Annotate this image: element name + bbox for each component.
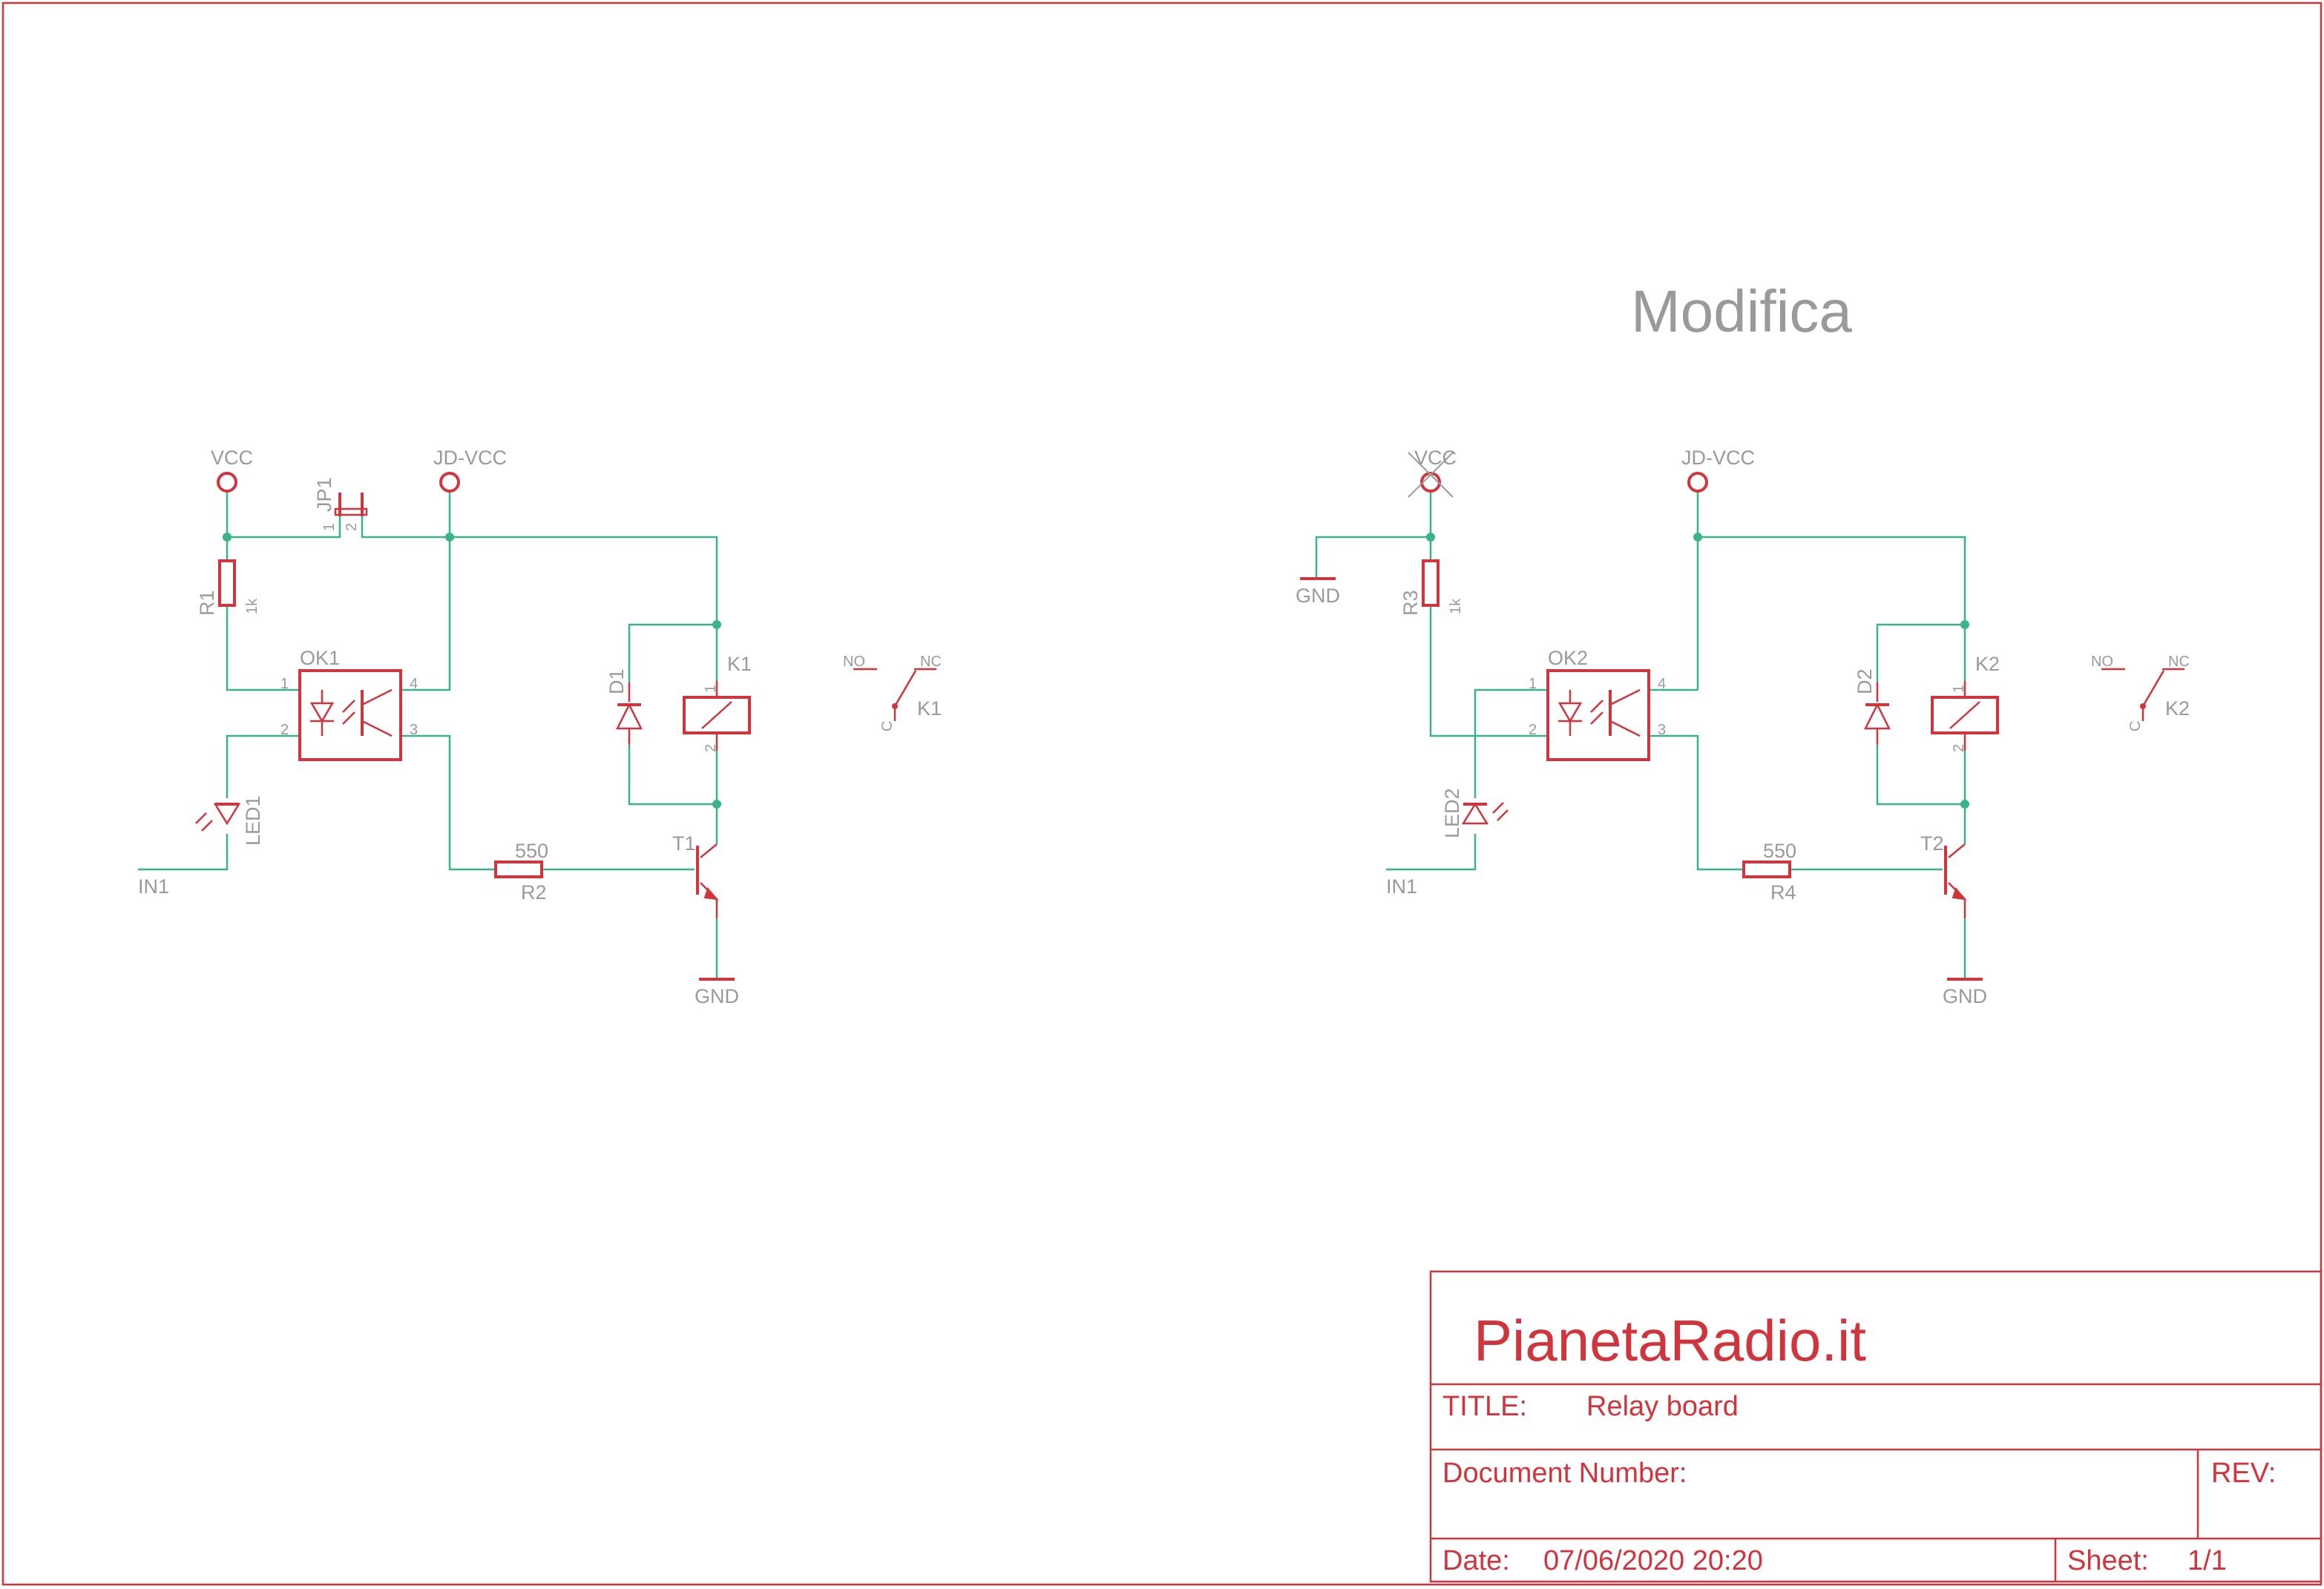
ground: GND — [695, 978, 739, 1007]
transistor-name: T1 — [672, 832, 696, 855]
relay-pin-1: 1 — [1951, 685, 1967, 693]
jd-vcc-label: JD-VCC — [1681, 447, 1755, 469]
document-number-label: Document Number: — [1442, 1458, 1687, 1489]
right-wires — [1315, 491, 1966, 979]
junction-dot — [1693, 533, 1702, 542]
input-label: IN1 — [1386, 875, 1417, 898]
relay-name: K2 — [1975, 653, 2000, 675]
opto-pin-2: 2 — [280, 722, 289, 738]
diode-name: D1 — [605, 668, 628, 694]
input-label: IN1 — [138, 875, 169, 898]
right-circuit: VCC GND JD-VCC R3 1k — [1296, 447, 2190, 1007]
company-name: PianetaRadio.it — [1474, 1308, 1866, 1373]
resistor-value: 550 — [515, 840, 548, 862]
junction-dot — [1426, 533, 1435, 542]
junction-dot — [445, 533, 454, 542]
gnd-label: GND — [695, 985, 739, 1007]
resistor-value: 1k — [244, 598, 260, 614]
contact-no-label: NO — [2091, 654, 2113, 670]
transistor-t2: T2 — [1920, 832, 1967, 918]
junction-dot — [223, 533, 232, 542]
resistor-value: 550 — [1763, 840, 1796, 862]
opto-pin-4: 4 — [1658, 676, 1666, 692]
opto-pin-1: 1 — [1529, 676, 1537, 692]
jumper-pin-1: 1 — [321, 523, 338, 531]
title-label: TITLE: — [1442, 1391, 1527, 1422]
relay-pin-1: 1 — [703, 685, 719, 693]
led-led1: LED1 — [195, 795, 264, 846]
relay-coil-k1: K1 1 2 — [683, 653, 752, 752]
optocoupler-ok2: OK2 1 2 3 4 — [1529, 647, 1666, 761]
resistor-value: 1k — [1448, 598, 1464, 614]
opto-pin-2: 2 — [1529, 722, 1537, 738]
resistor-r2: 550 R2 — [494, 840, 548, 904]
jd-vcc-supply: JD-VCC — [1681, 447, 1755, 493]
opto-pin-3: 3 — [1658, 722, 1666, 738]
relay-contact-k1: NO NC C K1 — [843, 654, 942, 731]
gnd-label: GND — [1296, 585, 1340, 607]
relay-name: K1 — [727, 653, 752, 675]
diode-d2: D2 — [1854, 668, 1891, 745]
jd-vcc-supply: JD-VCC — [433, 447, 507, 493]
transistor-t1: T1 — [672, 832, 719, 918]
jumper-jp1: JP1 1 2 — [313, 477, 368, 531]
resistor-r4: 550 R4 — [1742, 840, 1796, 904]
contact-c-label: C — [2127, 721, 2144, 731]
sheet-value: 1/1 — [2187, 1545, 2227, 1576]
relay-pin-2: 2 — [703, 744, 719, 752]
resistor-name: R4 — [1770, 881, 1796, 904]
contact-nc-label: NC — [2168, 654, 2190, 670]
diode-name: D2 — [1854, 668, 1876, 694]
led-name: LED2 — [1441, 788, 1463, 838]
vcc-supply-crossed: VCC — [1408, 447, 1457, 498]
jd-vcc-label: JD-VCC — [433, 447, 507, 469]
led-led2: LED2 — [1441, 788, 1509, 838]
left-wires — [138, 491, 718, 979]
resistor-r1: R1 1k — [196, 559, 260, 616]
led-name: LED1 — [242, 795, 264, 846]
relay-coil-k2: K2 1 2 — [1931, 653, 2000, 752]
rev-label: REV: — [2211, 1458, 2276, 1489]
resistor-name: R1 — [196, 590, 218, 616]
modifica-note: Modifica — [1631, 278, 1852, 344]
contact-c-label: C — [879, 721, 896, 731]
optocoupler-name: OK2 — [1548, 647, 1588, 669]
vcc-label: VCC — [211, 447, 253, 469]
jumper-label: JP1 — [313, 477, 335, 512]
opto-pin-1: 1 — [280, 676, 289, 692]
cross-out-line — [1408, 452, 1454, 498]
resistor-r3: R3 1k — [1399, 559, 1464, 616]
title-block: PianetaRadio.it TITLE: Relay board Docum… — [1429, 1270, 2323, 1583]
date-label: Date: — [1442, 1545, 1510, 1576]
left-circuit: VCC JD-VCC JP1 1 2 R1 1k — [138, 447, 942, 1007]
junction-dot — [1960, 620, 1969, 629]
optocoupler-name: OK1 — [300, 647, 340, 669]
junction-dot — [1960, 800, 1969, 809]
resistor-name: R2 — [521, 881, 547, 904]
junction-dot — [712, 800, 721, 809]
opto-pin-3: 3 — [410, 722, 418, 738]
junction-dot — [712, 620, 721, 629]
contact-name: K1 — [917, 697, 942, 720]
contact-no-label: NO — [843, 654, 865, 670]
ground: GND — [1943, 978, 1987, 1007]
transistor-name: T2 — [1920, 832, 1944, 855]
ground-top: GND — [1296, 577, 1340, 607]
sheet-label: Sheet: — [2067, 1545, 2149, 1576]
title-value: Relay board — [1586, 1391, 1739, 1422]
date-value: 07/06/2020 20:20 — [1543, 1545, 1763, 1576]
gnd-label: GND — [1943, 985, 1987, 1007]
contact-nc-label: NC — [920, 654, 942, 670]
diode-d1: D1 — [605, 668, 643, 745]
relay-pin-2: 2 — [1951, 744, 1967, 752]
jumper-pin-2: 2 — [344, 523, 360, 531]
optocoupler-ok1: OK1 1 2 3 4 — [280, 647, 418, 761]
resistor-name: R3 — [1399, 590, 1422, 616]
opto-pin-4: 4 — [410, 676, 418, 692]
contact-name: K2 — [2165, 697, 2190, 720]
vcc-supply: VCC — [211, 447, 253, 493]
relay-contact-k2: NO NC C K2 — [2091, 654, 2190, 731]
